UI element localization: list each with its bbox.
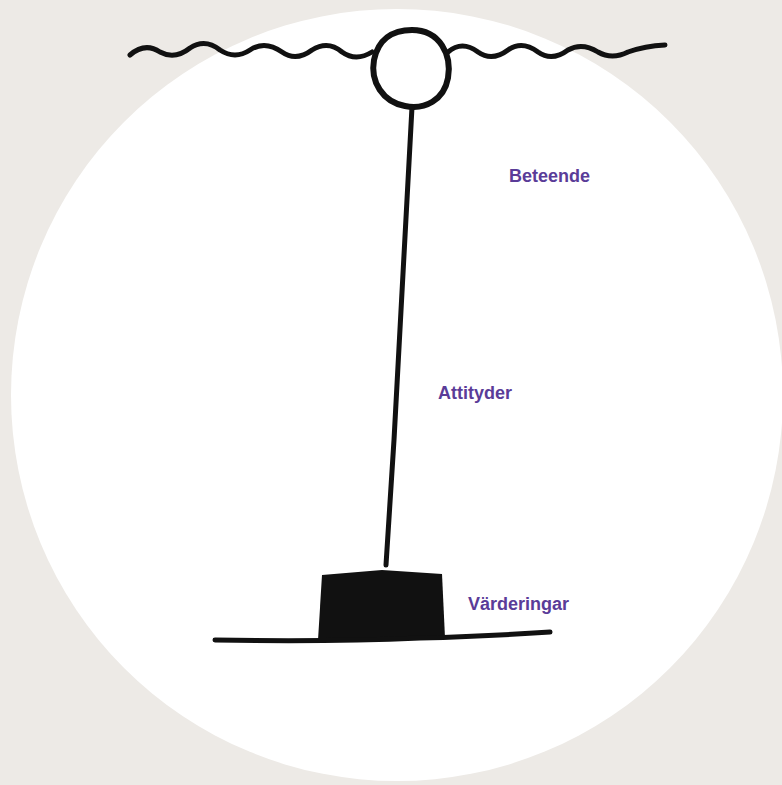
seabed-line bbox=[215, 632, 550, 641]
layer-label: Beteende bbox=[509, 165, 590, 187]
water-surface bbox=[130, 43, 665, 57]
anchor-line bbox=[386, 107, 412, 565]
buoy-ball bbox=[373, 30, 448, 107]
layer-label: Attityder bbox=[438, 382, 512, 404]
background-circle bbox=[11, 9, 782, 781]
anchor-block bbox=[318, 570, 445, 640]
layer-label: Värderingar bbox=[468, 593, 569, 615]
